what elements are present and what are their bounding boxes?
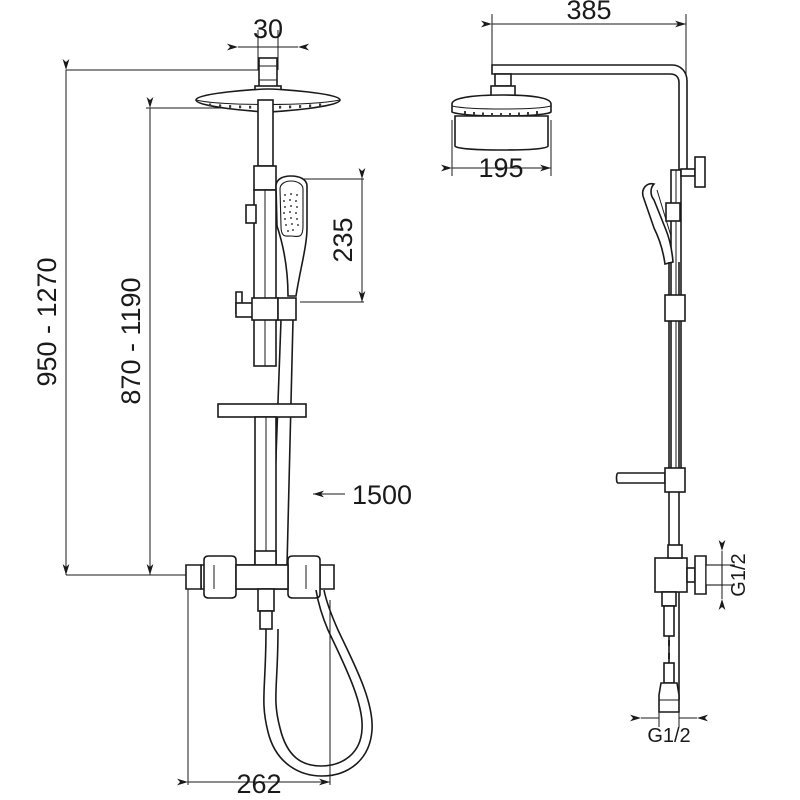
left-mixer-outlet xyxy=(257,588,275,630)
right-dimension-lines xyxy=(441,20,726,722)
left-hand-shower xyxy=(275,175,308,297)
right-wall-bracket xyxy=(680,156,706,188)
right-hand-shower xyxy=(641,182,674,265)
left-riser-tube xyxy=(253,99,277,367)
right-hose-end-connector xyxy=(658,662,680,713)
left-thermostatic-mixer xyxy=(185,550,335,599)
left-hand-shower-spray-dots xyxy=(283,193,299,232)
dim-235-label: 235 xyxy=(328,217,358,262)
dim-950-1270-label: 950 - 1270 xyxy=(32,257,62,386)
right-shelf-clamp xyxy=(664,294,686,322)
left-shower-hose-loop xyxy=(263,589,373,777)
left-dimension-lines xyxy=(62,43,366,786)
right-rain-shower-head xyxy=(451,94,552,151)
thread-inlet-label: G1/2 xyxy=(728,553,750,596)
left-extension-lines xyxy=(66,30,364,785)
right-handshower-holder xyxy=(665,202,681,222)
left-handshower-holder xyxy=(245,204,257,224)
left-riser-lower xyxy=(254,416,277,566)
dim-1500-label: 1500 xyxy=(352,480,412,510)
right-soap-shelf-arm xyxy=(615,467,686,493)
right-view-side-elevation: 385 195 G1/2 G1/2 xyxy=(441,0,750,747)
dim-195-label: 195 xyxy=(478,153,523,183)
dim-870-1190-label: 870 - 1190 xyxy=(116,277,146,404)
dim-262-label: 262 xyxy=(236,769,281,799)
right-thermostatic-mixer xyxy=(654,544,688,593)
left-soap-shelf xyxy=(217,403,307,418)
right-head-nozzle-dots xyxy=(464,111,538,116)
dim-30-label: 30 xyxy=(253,14,283,44)
left-rail-clamp xyxy=(235,291,297,321)
dim-385-label: 385 xyxy=(566,0,611,25)
right-inlet-connector xyxy=(686,555,723,595)
thread-outlet-label: G1/2 xyxy=(647,725,690,747)
left-view-front-elevation: 30 950 - 1270 870 - 1190 235 1500 262 xyxy=(32,14,412,799)
right-mixer-outlet xyxy=(661,591,677,637)
